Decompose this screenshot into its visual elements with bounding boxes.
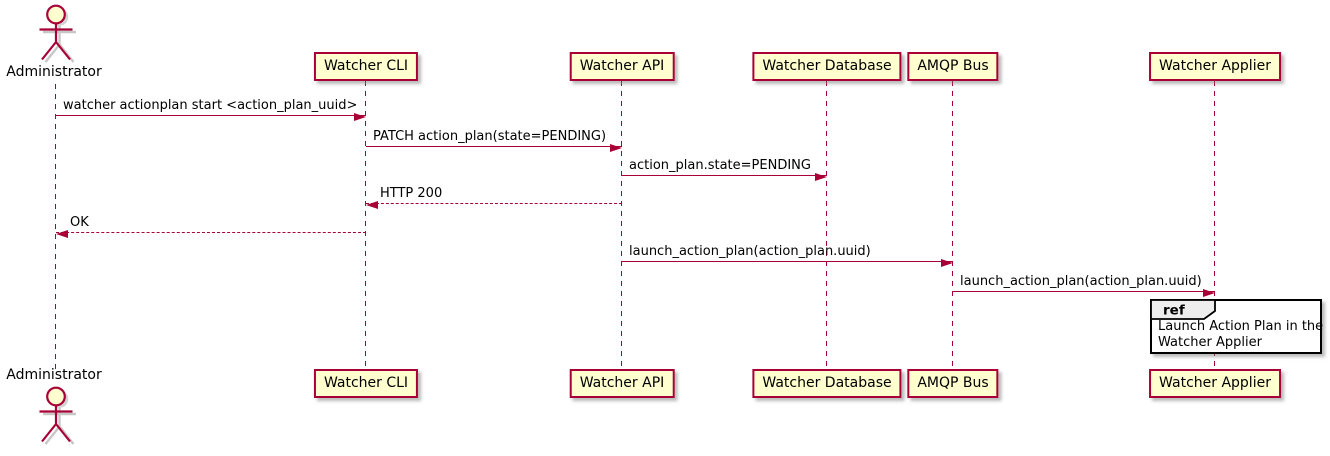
arrowhead-right-icon xyxy=(1203,289,1215,297)
actor-label-top: Administrator xyxy=(6,64,102,80)
message-state-pending: action_plan.state=PENDING xyxy=(622,158,827,181)
message-label: watcher actionplan start <action_plan_uu… xyxy=(63,98,358,113)
message-label: OK xyxy=(70,215,89,230)
ref-text-line1: Launch Action Plan in the xyxy=(1158,319,1324,334)
message-label: action_plan.state=PENDING xyxy=(629,158,811,173)
message-line xyxy=(953,291,1215,292)
message-line xyxy=(56,232,366,233)
ref-keyword: ref xyxy=(1163,303,1185,319)
message-label: PATCH action_plan(state=PENDING) xyxy=(373,129,607,144)
participant-bottom-watcher-api: Watcher API xyxy=(569,369,675,398)
actor-icon xyxy=(39,4,76,63)
ref-fragment: ref Launch Action Plan in the Watcher Ap… xyxy=(1150,299,1323,354)
message-start-actionplan: watcher actionplan start <action_plan_uu… xyxy=(56,98,366,121)
message-line xyxy=(56,115,366,116)
lifeline-amqp-bus xyxy=(952,81,953,369)
message-line xyxy=(622,261,953,262)
participant-bottom-watcher-cli: Watcher CLI xyxy=(313,369,419,398)
message-label: launch_action_plan(action_plan.uuid) xyxy=(960,274,1202,289)
ref-text: Launch Action Plan in the Watcher Applie… xyxy=(1158,319,1323,351)
lifeline-watcher-api xyxy=(621,81,622,369)
participant-top-amqp-bus: AMQP Bus xyxy=(907,52,999,81)
arrowhead-right-icon xyxy=(354,113,366,121)
participant-bottom-watcher-database: Watcher Database xyxy=(752,369,902,398)
message-patch-action-plan: PATCH action_plan(state=PENDING) xyxy=(366,129,622,152)
participant-top-watcher-api: Watcher API xyxy=(569,52,675,81)
arrowhead-right-icon xyxy=(815,173,827,181)
arrowhead-right-icon xyxy=(941,259,953,267)
participant-bottom-amqp-bus: AMQP Bus xyxy=(907,369,999,398)
participant-top-watcher-cli: Watcher CLI xyxy=(313,52,419,81)
participant-top-watcher-applier: Watcher Applier xyxy=(1149,52,1281,81)
message-http-200: HTTP 200 xyxy=(366,186,622,209)
message-line xyxy=(366,203,622,204)
lifeline-watcher-applier xyxy=(1214,81,1215,369)
arrowhead-left-icon xyxy=(366,201,378,209)
message-launch-action-plan-amqp: launch_action_plan(action_plan.uuid) xyxy=(622,244,953,267)
lifeline-watcher-database xyxy=(826,81,827,369)
participant-top-watcher-database: Watcher Database xyxy=(752,52,902,81)
participant-bottom-watcher-applier: Watcher Applier xyxy=(1149,369,1281,398)
actor-icon xyxy=(39,386,76,445)
ref-keyword-pentagon: ref xyxy=(1150,299,1216,320)
ref-text-line2: Watcher Applier xyxy=(1158,335,1262,350)
message-ok: OK xyxy=(56,215,366,238)
message-line xyxy=(366,146,622,147)
actor-label-bottom: Administrator xyxy=(6,367,102,383)
message-label: HTTP 200 xyxy=(380,186,443,201)
message-label: launch_action_plan(action_plan.uuid) xyxy=(629,244,871,259)
lifeline-administrator xyxy=(55,84,56,369)
lifeline-watcher-cli xyxy=(365,81,366,369)
arrowhead-left-icon xyxy=(56,230,68,238)
message-launch-action-plan-applier: launch_action_plan(action_plan.uuid) xyxy=(953,274,1215,297)
arrowhead-right-icon xyxy=(610,144,622,152)
message-line xyxy=(622,175,827,176)
